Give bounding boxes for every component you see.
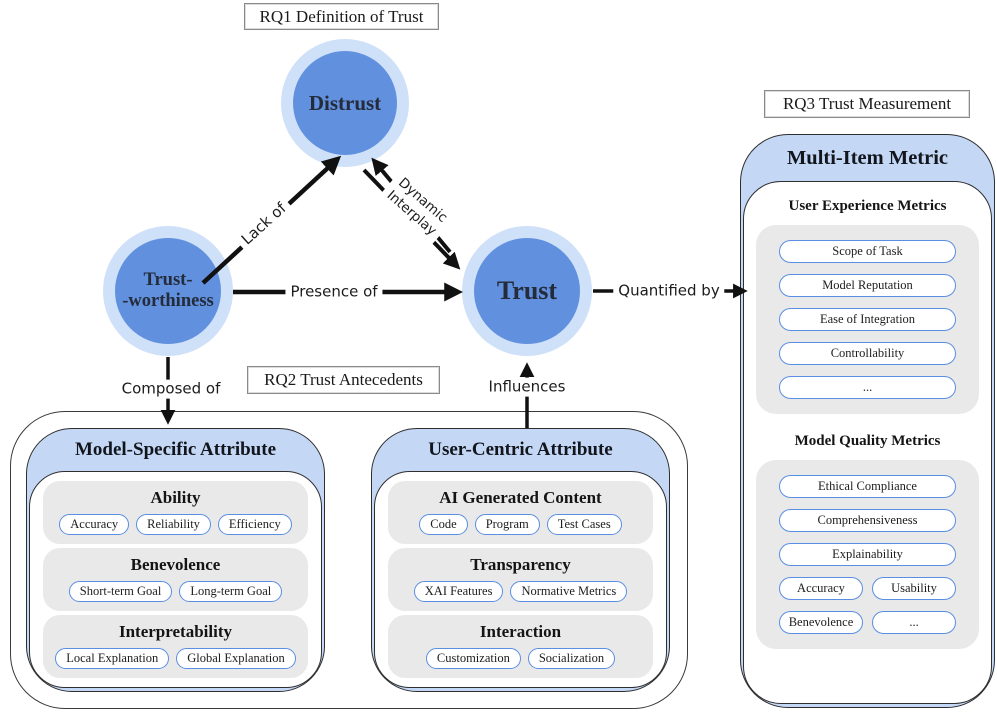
pill-mq-ellipsis: ... xyxy=(872,611,956,634)
pill-accuracy-metric: Accuracy xyxy=(779,577,863,600)
user-centric-panel: AI Generated Content Code Program Test C… xyxy=(374,471,667,688)
edge-lack-of-label: Lack of xyxy=(234,195,294,253)
pill-test-cases: Test Cases xyxy=(546,514,622,535)
trustworthiness-node: Trust- -worthiness xyxy=(103,226,233,356)
trust-antecedents-group: Model-Specific Attribute Ability Accurac… xyxy=(10,411,688,709)
user-centric-title: User-Centric Attribute xyxy=(428,439,613,460)
section-interpretability: Interpretability Local Explanation Globa… xyxy=(43,615,308,678)
pill-long-term-goal: Long-term Goal xyxy=(179,581,283,602)
section-ability: Ability Accuracy Reliability Efficiency xyxy=(43,481,308,544)
pill-efficiency: Efficiency xyxy=(217,514,292,535)
pill-ethical-compliance: Ethical Compliance xyxy=(779,475,956,498)
multi-item-metric-title: Multi-Item Metric xyxy=(786,146,949,169)
edge-quantified-by-label: Quantified by xyxy=(613,281,725,301)
rq3-trust-measurement-tag: RQ3 Trust Measurement xyxy=(764,90,970,118)
pill-controllability: Controllability xyxy=(779,342,956,365)
pill-comprehensiveness: Comprehensiveness xyxy=(779,509,956,532)
section-interaction-heading: Interaction xyxy=(479,622,562,641)
section-interaction: Interaction Customization Socialization xyxy=(388,615,653,678)
pill-accuracy: Accuracy xyxy=(59,514,130,535)
pill-explainability: Explainability xyxy=(779,543,956,566)
model-specific-panel: Ability Accuracy Reliability Efficiency … xyxy=(29,471,322,688)
pill-usability: Usability xyxy=(872,577,956,600)
trust-node: Trust xyxy=(462,226,592,356)
pill-program: Program xyxy=(474,514,540,535)
pill-customization: Customization xyxy=(425,648,521,669)
rq2-trust-antecedents-tag: RQ2 Trust Antecedents xyxy=(247,366,440,394)
section-ai-generated-content: AI Generated Content Code Program Test C… xyxy=(388,481,653,544)
section-interpretability-heading: Interpretability xyxy=(118,622,232,641)
pill-ease-of-integration: Ease of Integration xyxy=(779,308,956,331)
edge-composed-of-label: Composed of xyxy=(116,379,226,399)
pill-model-reputation: Model Reputation xyxy=(779,274,956,297)
user-experience-metrics-group: Scope of Task Model Reputation Ease of I… xyxy=(756,225,979,414)
section-benevolence-heading: Benevolence xyxy=(130,555,221,574)
trustworthiness-label-line2: -worthiness xyxy=(122,291,214,311)
section-transparency: Transparency XAI Features Normative Metr… xyxy=(388,548,653,611)
section-benevolence: Benevolence Short-term Goal Long-term Go… xyxy=(43,548,308,611)
user-experience-metrics-heading: User Experience Metrics xyxy=(788,198,947,214)
model-specific-attribute-box: Model-Specific Attribute Ability Accurac… xyxy=(26,428,325,692)
pill-benevolence-metric: Benevolence xyxy=(779,611,863,634)
section-ai-generated-content-heading: AI Generated Content xyxy=(439,488,602,507)
model-specific-title: Model-Specific Attribute xyxy=(74,439,277,460)
distrust-label: Distrust xyxy=(308,90,382,115)
model-quality-metrics-heading: Model Quality Metrics xyxy=(794,433,941,449)
pill-scope-of-task: Scope of Task xyxy=(779,240,956,263)
pill-short-term-goal: Short-term Goal xyxy=(68,581,173,602)
model-quality-metrics-group: Ethical Compliance Comprehensiveness Exp… xyxy=(756,460,979,649)
pill-socialization: Socialization xyxy=(527,648,616,669)
pill-normative-metrics: Normative Metrics xyxy=(510,581,628,602)
pill-global-explanation: Global Explanation xyxy=(176,648,296,669)
rq1-definition-of-trust-tag: RQ1 Definition of Trust xyxy=(244,3,439,30)
edge-influences-label: Influences xyxy=(483,377,571,397)
user-centric-attribute-box: User-Centric Attribute AI Generated Cont… xyxy=(371,428,670,692)
pill-xai-features: XAI Features xyxy=(413,581,504,602)
trust-label: Trust xyxy=(496,276,558,306)
trustworthiness-label-line1: Trust- xyxy=(143,269,193,290)
section-ability-heading: Ability xyxy=(150,488,201,507)
multi-item-metric-panel: User Experience Metrics Scope of Task Mo… xyxy=(743,181,992,704)
multi-item-metric-box: Multi-Item Metric User Experience Metric… xyxy=(740,134,995,708)
pill-local-explanation: Local Explanation xyxy=(55,648,170,669)
edge-dynamic-interplay-label: Dynamic Interplay xyxy=(377,169,457,245)
distrust-node: Distrust xyxy=(281,39,409,167)
edge-presence-of-label: Presence of xyxy=(285,282,383,302)
pill-reliability: Reliability xyxy=(136,514,211,535)
section-transparency-heading: Transparency xyxy=(470,555,571,574)
pill-code: Code xyxy=(419,514,468,535)
pill-ux-ellipsis: ... xyxy=(779,376,956,399)
